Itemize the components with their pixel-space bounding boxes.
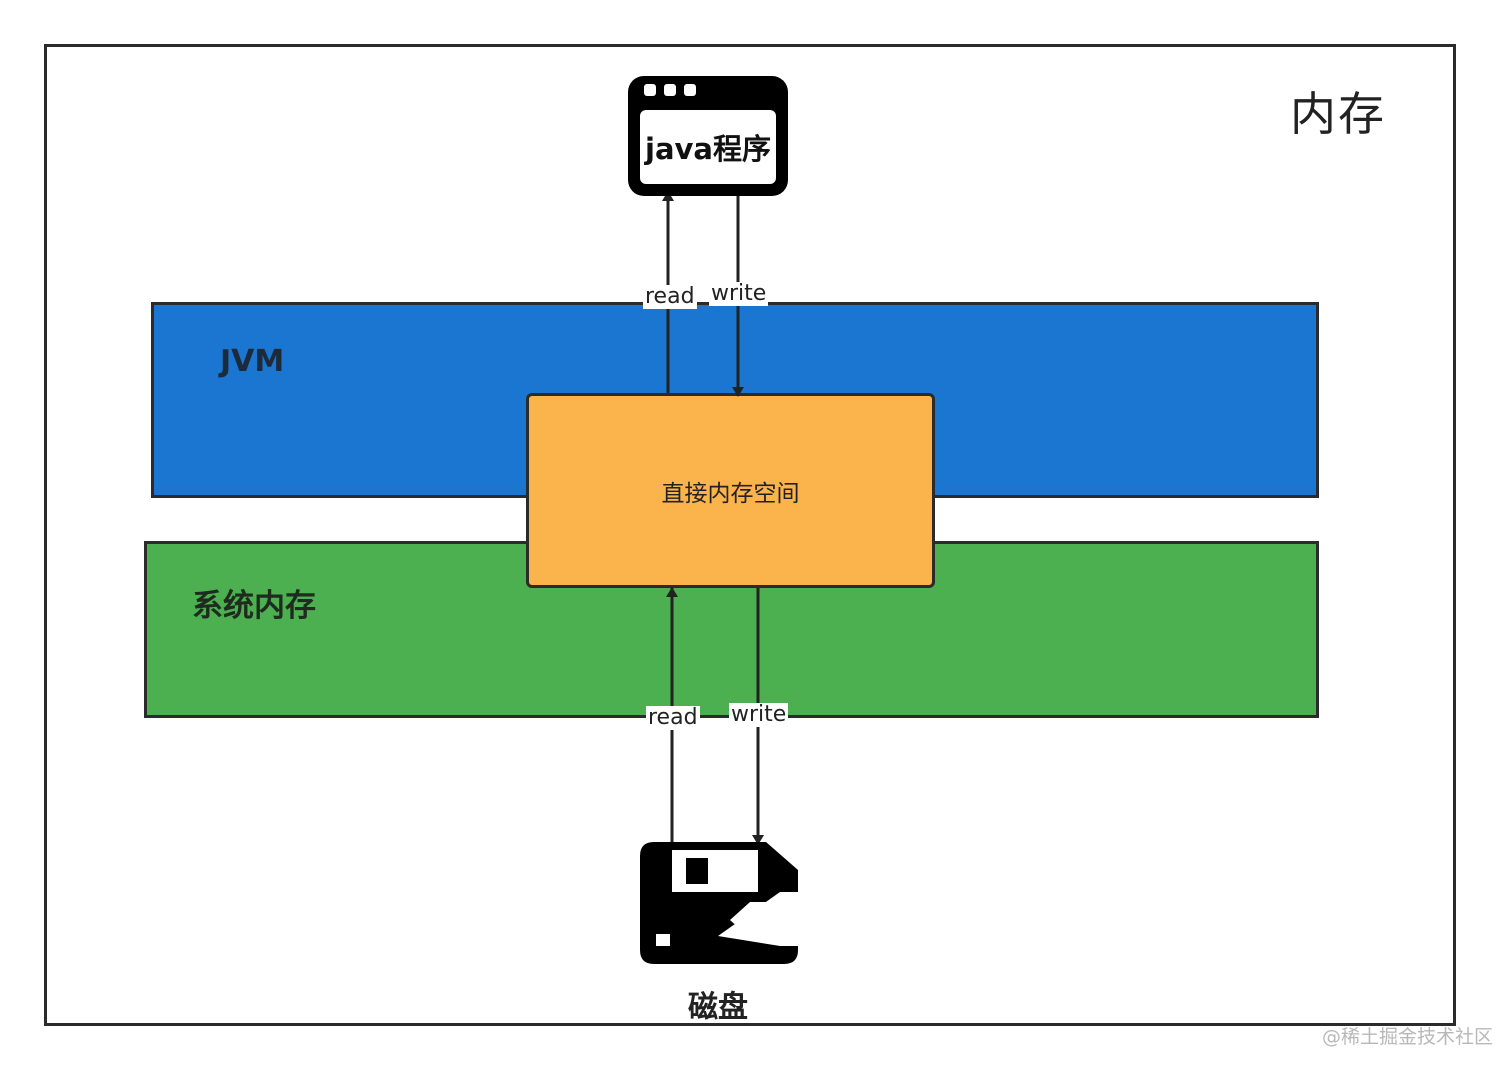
java-program-label: java程序 xyxy=(645,132,771,166)
app-window-icon: java程序 xyxy=(628,76,788,196)
window-dot-icon xyxy=(664,84,676,96)
jvm-label: JVM xyxy=(220,344,285,379)
top-write-label: write xyxy=(709,281,769,306)
bottom-write-label: write xyxy=(729,702,789,727)
memory-title: 内存 xyxy=(1290,87,1386,141)
watermark: @稀土掘金技术社区 xyxy=(1322,1026,1494,1048)
memory-frame xyxy=(44,44,1456,1026)
disk-label: 磁盘 xyxy=(688,990,748,1025)
app-window-content: java程序 xyxy=(640,110,776,184)
window-dot-icon xyxy=(684,84,696,96)
bottom-read-label: read xyxy=(646,705,700,730)
system-memory-label: 系统内存 xyxy=(192,588,316,624)
window-dot-icon xyxy=(644,84,656,96)
top-read-label: read xyxy=(643,284,697,309)
direct-memory-box: 直接内存空间 xyxy=(526,393,935,588)
floppy-disk-icon xyxy=(640,842,798,964)
direct-memory-label: 直接内存空间 xyxy=(661,480,800,507)
